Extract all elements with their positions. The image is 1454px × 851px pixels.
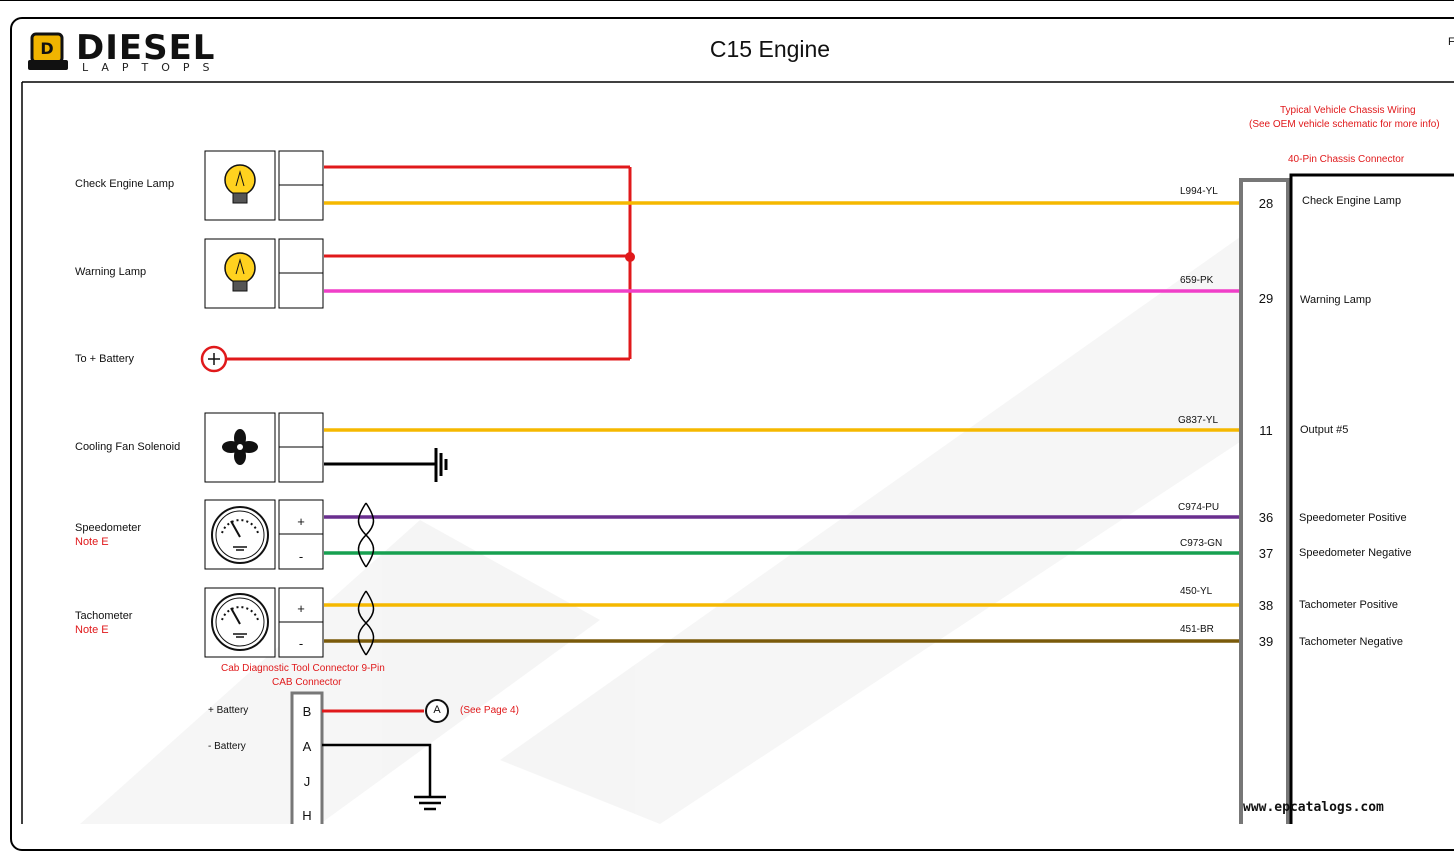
- chassis-pin-name: Output #5: [1300, 424, 1349, 436]
- wiring-schematic: [21, 81, 1454, 824]
- fan-icon: [222, 429, 258, 465]
- label-cooling-fan-solenoid: Cooling Fan Solenoid: [75, 441, 181, 453]
- twisted-pair-tachometer-icon: [357, 590, 375, 656]
- tachometer-plus-terminal: +: [297, 601, 305, 616]
- chassis-pin-number: 29: [1258, 291, 1274, 306]
- gauge-icon: [211, 506, 269, 564]
- wire-code: C973-GN: [1180, 538, 1223, 549]
- label-check-engine-lamp: Check Engine Lamp: [75, 178, 175, 190]
- wire-code: 450-YL: [1180, 586, 1213, 597]
- wire-code: 451-BR: [1180, 624, 1214, 635]
- wire-code: 659-PK: [1180, 275, 1214, 286]
- wire-code: G837-YL: [1178, 415, 1219, 426]
- chassis-pin-name: Check Engine Lamp: [1302, 195, 1402, 207]
- background-watermark: [80, 230, 1410, 824]
- cab-connector-title-line1: Cab Diagnostic Tool Connector 9-Pin: [221, 663, 385, 674]
- cab-pin: A: [302, 739, 312, 754]
- note-speedometer: Note E: [75, 536, 109, 548]
- wire-code: L994-YL: [1180, 186, 1218, 197]
- cab-pin: B: [302, 704, 312, 719]
- cab-pin: J: [303, 774, 311, 789]
- chassis-pin-number: 38: [1258, 598, 1274, 613]
- speedometer-minus-terminal: -: [298, 549, 304, 564]
- battery-positive-icon: [200, 345, 228, 373]
- cab-connector-body: [290, 691, 324, 824]
- chassis-pin-name: Speedometer Positive: [1299, 512, 1407, 524]
- cab-label-minus-battery: - Battery: [208, 741, 246, 752]
- chassis-note-line2: (See OEM vehicle schematic for more info…: [1249, 119, 1440, 130]
- tachometer-minus-terminal: -: [298, 636, 304, 651]
- label-to-battery: To + Battery: [75, 353, 135, 365]
- note-tachometer: Note E: [75, 624, 109, 636]
- wire-code: C974-PU: [1178, 502, 1220, 513]
- page-reference-letter: A: [433, 704, 441, 716]
- page-reference-note: (See Page 4): [460, 705, 519, 716]
- light-bulb-icon: [224, 164, 256, 204]
- cab-pin: H: [302, 808, 312, 823]
- chassis-pin-name: Tachometer Negative: [1299, 636, 1403, 648]
- website-watermark: www.epcatalogs.com: [1243, 800, 1384, 815]
- power-bus: [225, 165, 632, 361]
- chassis-pin-name: Warning Lamp: [1300, 294, 1372, 306]
- svg-text:D: D: [40, 39, 53, 58]
- fan-ground-symbol-icon: [434, 448, 448, 482]
- label-speedometer: Speedometer: [75, 522, 142, 534]
- label-tachometer: Tachometer: [75, 610, 133, 622]
- chassis-pin-number: 36: [1258, 510, 1274, 525]
- cab-ground-symbol-icon: [414, 795, 446, 811]
- logo-subtitle: LAPTOPS: [82, 61, 223, 74]
- page-reference-circle: [425, 699, 449, 723]
- chassis-connector-pin-column: [1239, 178, 1290, 824]
- chassis-pin-number: 37: [1258, 546, 1274, 561]
- chassis-pin-number: 11: [1259, 423, 1273, 438]
- speedometer-plus-terminal: +: [297, 514, 305, 529]
- cab-label-plus-battery: + Battery: [208, 705, 249, 716]
- chassis-connector-title: 40-Pin Chassis Connector: [1288, 154, 1405, 165]
- chassis-note-line1: Typical Vehicle Chassis Wiring: [1280, 105, 1416, 116]
- chassis-pin-number: 39: [1258, 634, 1274, 649]
- chassis-pin-name: Speedometer Negative: [1299, 547, 1412, 559]
- top-border-line: [0, 0, 1454, 1]
- chassis-pin-number: 28: [1258, 196, 1274, 211]
- corner-text: F: [1448, 36, 1454, 48]
- cab-connector-title-line2: CAB Connector: [272, 677, 342, 688]
- gauge-icon: [211, 593, 269, 651]
- label-warning-lamp: Warning Lamp: [75, 266, 147, 278]
- logo-word: DIESEL: [76, 28, 216, 68]
- diesel-laptops-logo: D DIESEL LAPTOPS: [26, 28, 216, 76]
- junction-dot: [625, 252, 635, 262]
- cab-battery-minus-wire: [322, 743, 432, 797]
- page-title: C15 Engine: [709, 36, 831, 62]
- twisted-pair-speedometer-icon: [357, 502, 375, 568]
- logo-truck-icon: D: [28, 32, 68, 70]
- chassis-pin-name: Tachometer Positive: [1299, 599, 1399, 611]
- light-bulb-icon: [224, 252, 256, 292]
- chassis-connector-body: [1289, 173, 1454, 824]
